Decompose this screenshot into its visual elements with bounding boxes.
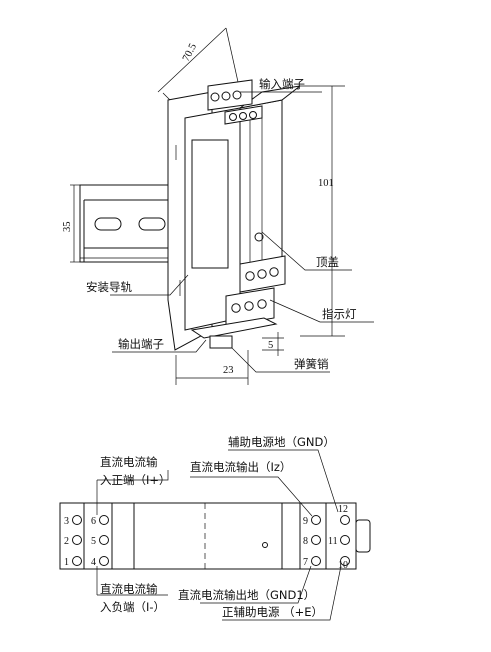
- dim-width: 70.5: [181, 42, 199, 63]
- terminal-3: 3: [64, 516, 69, 527]
- din-rail: [79, 184, 179, 263]
- input-terminal-block: [207, 79, 263, 125]
- module-body: [167, 91, 241, 351]
- module-front: [239, 85, 301, 271]
- terminal-4: 4: [91, 557, 96, 568]
- label-spring-pin: 弹簧销: [294, 357, 329, 371]
- label-top-cover: 顶盖: [316, 255, 339, 269]
- dimension-lines: [70, 27, 345, 385]
- terminal-11: 11: [328, 536, 338, 547]
- label-indicator-led: 指示灯: [322, 307, 357, 321]
- dim-rail: 35: [62, 222, 73, 233]
- terminal-1: 1: [64, 557, 69, 568]
- terminal-7: 7: [303, 557, 308, 568]
- terminal-9: 9: [303, 516, 308, 527]
- label-input-terminal: 输入端子: [259, 77, 305, 91]
- terminal-10: 10: [338, 560, 348, 571]
- dim-pin: 5: [268, 340, 273, 351]
- terminal-2: 2: [64, 536, 69, 547]
- terminal-6: 6: [91, 516, 96, 527]
- terminal-12: 12: [338, 504, 348, 515]
- front-view: 3 2 1 6 5 4 9 8 7 12 11 10 直流电流输 入正端（I+）…: [59, 435, 371, 621]
- terminal-5: 5: [91, 536, 96, 547]
- label-dc-input-negative-line1: 直流电流输: [100, 582, 158, 596]
- terminal-leaders: [96, 449, 342, 621]
- terminals: [72, 515, 350, 566]
- label-aux-power-positive: 正辅助电源 （+E）: [222, 605, 323, 619]
- label-dc-input-positive-line1: 直流电流输: [100, 455, 158, 469]
- label-mount-rail: 安装导轨: [86, 280, 132, 294]
- label-dc-output: 直流电流输出（Iz）: [190, 460, 291, 474]
- leader-lines: [110, 91, 374, 373]
- label-output-terminal: 输出端子: [118, 337, 164, 351]
- dim-height: 101: [318, 178, 334, 189]
- output-terminal-block: [190, 255, 286, 349]
- label-aux-power-ground: 辅助电源地（GND）: [228, 435, 335, 449]
- label-dc-input-negative-line2: 入负端（I-）: [100, 600, 165, 614]
- isometric-view: 70.5 101 35 23 5 输入端子 顶盖 安装导轨 指示灯 输出端子 弹…: [62, 27, 374, 385]
- label-dc-input-positive-line2: 入正端（I+）: [100, 473, 171, 487]
- label-dc-output-ground: 直流电流输出地（GND1）: [178, 588, 315, 602]
- terminal-8: 8: [303, 536, 308, 547]
- dim-base: 23: [223, 365, 234, 376]
